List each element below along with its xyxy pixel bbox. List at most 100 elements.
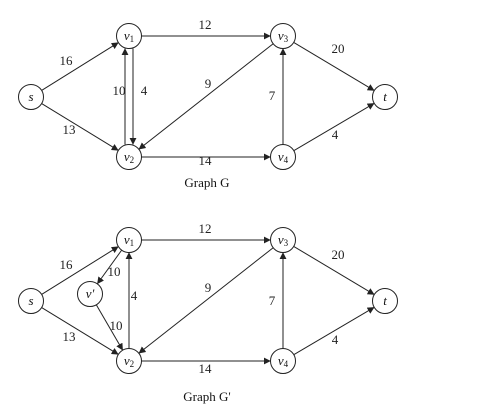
node-circle xyxy=(270,23,296,49)
edge-weight-v3-to-t: 20 xyxy=(332,247,345,262)
node-subscript: 3 xyxy=(284,34,289,44)
node-name: v' xyxy=(86,286,95,301)
node-t: t xyxy=(372,84,398,110)
node-name: s xyxy=(28,89,33,104)
node-subscript: 4 xyxy=(284,359,289,369)
edge-weight-v3-to-v2: 9 xyxy=(205,280,212,295)
edge-weight-v3-to-v2: 9 xyxy=(205,76,212,91)
node-circle xyxy=(116,144,142,170)
node-label-v3: v3 xyxy=(278,232,289,248)
node-v2: v2 xyxy=(116,348,142,374)
node-name: v xyxy=(124,28,130,43)
node-vp: v' xyxy=(77,281,103,307)
edge-weight-v4-to-t: 4 xyxy=(332,332,339,347)
edge-v3-to-t xyxy=(293,245,375,296)
node-circle xyxy=(116,23,142,49)
edge-weight-v1-to-vp: 10 xyxy=(108,264,121,279)
node-label-v2: v2 xyxy=(124,149,134,165)
edge-weight-v1-to-v2: 10 xyxy=(113,83,126,98)
node-subscript: 2 xyxy=(130,359,135,369)
edge-s-to-v2 xyxy=(41,307,119,355)
node-subscript: 4 xyxy=(284,155,289,165)
edge-v1-to-vp xyxy=(96,249,123,285)
edge-weight-vp-to-v2: 10 xyxy=(110,318,123,333)
edge-v3-to-t xyxy=(293,41,375,92)
graph-caption: Graph G xyxy=(184,175,229,190)
edge-weight-v4-to-v3: 7 xyxy=(269,88,276,103)
node-t: t xyxy=(372,288,398,314)
node-circle xyxy=(18,84,44,110)
node-name: v xyxy=(278,28,284,43)
edge-weight-s-to-v1: 16 xyxy=(60,53,74,68)
node-label-v4: v4 xyxy=(278,353,289,369)
node-label-v1: v1 xyxy=(124,28,134,44)
node-subscript: 3 xyxy=(284,238,289,248)
node-circle xyxy=(270,348,296,374)
node-circle xyxy=(372,84,398,110)
edge-weight-s-to-v1: 16 xyxy=(60,257,74,272)
node-circle xyxy=(116,348,142,374)
node-v4: v4 xyxy=(270,348,296,374)
node-circle xyxy=(77,281,103,307)
node-name: v xyxy=(278,149,284,164)
node-circle xyxy=(270,144,296,170)
node-circle xyxy=(270,227,296,253)
node-subscript: 2 xyxy=(130,155,135,165)
edge-weight-v4-to-v3: 7 xyxy=(269,293,276,308)
node-circle xyxy=(372,288,398,314)
node-name: t xyxy=(383,293,387,308)
node-subscript: 1 xyxy=(130,238,135,248)
edge-weight-v4-to-t: 4 xyxy=(332,127,339,142)
node-label-s: s xyxy=(28,89,33,104)
node-name: v xyxy=(278,353,284,368)
node-label-v3: v3 xyxy=(278,28,289,44)
edge-weight-v2-to-v4: 14 xyxy=(199,361,213,376)
node-name: v xyxy=(124,149,130,164)
edge-v3-to-v2 xyxy=(138,43,274,150)
edge-weight-s-to-v2: 13 xyxy=(63,122,76,137)
node-name: v xyxy=(124,232,130,247)
node-v1: v1 xyxy=(116,227,142,253)
node-name: t xyxy=(383,89,387,104)
node-label-v1: v1 xyxy=(124,232,134,248)
graph-caption: Graph G' xyxy=(183,389,230,404)
edge-weight-v1-to-v3: 12 xyxy=(199,221,212,236)
node-name: s xyxy=(28,293,33,308)
edge-s-to-v1 xyxy=(41,42,119,91)
node-circle xyxy=(116,227,142,253)
edge-s-to-v1 xyxy=(41,246,119,295)
node-v1: v1 xyxy=(116,23,142,49)
node-label-vp: v' xyxy=(86,286,95,301)
edge-weight-s-to-v2: 13 xyxy=(63,329,76,344)
node-label-v2: v2 xyxy=(124,353,134,369)
node-label-v4: v4 xyxy=(278,149,289,165)
edge-v3-to-v2 xyxy=(138,247,274,354)
node-subscript: 1 xyxy=(130,34,135,44)
edge-weight-v1-to-v3: 12 xyxy=(199,17,212,32)
node-label-s: s xyxy=(28,293,33,308)
edge-weight-v2-to-v1: 4 xyxy=(141,83,148,98)
node-v2: v2 xyxy=(116,144,142,170)
node-v4: v4 xyxy=(270,144,296,170)
edge-weight-v3-to-t: 20 xyxy=(332,41,345,56)
node-label-t: t xyxy=(383,293,387,308)
edge-weight-v2-to-v1: 4 xyxy=(131,288,138,303)
edge-v4-to-t xyxy=(293,102,375,152)
node-s: s xyxy=(18,288,44,314)
node-label-t: t xyxy=(383,89,387,104)
node-name: v xyxy=(278,232,284,247)
edge-s-to-v2 xyxy=(41,103,119,151)
node-name: v xyxy=(124,353,130,368)
edge-vp-to-v2 xyxy=(95,304,124,351)
node-s: s xyxy=(18,84,44,110)
node-v3: v3 xyxy=(270,227,296,253)
edge-weight-v2-to-v4: 14 xyxy=(199,153,213,168)
edge-v4-to-t xyxy=(293,306,375,356)
